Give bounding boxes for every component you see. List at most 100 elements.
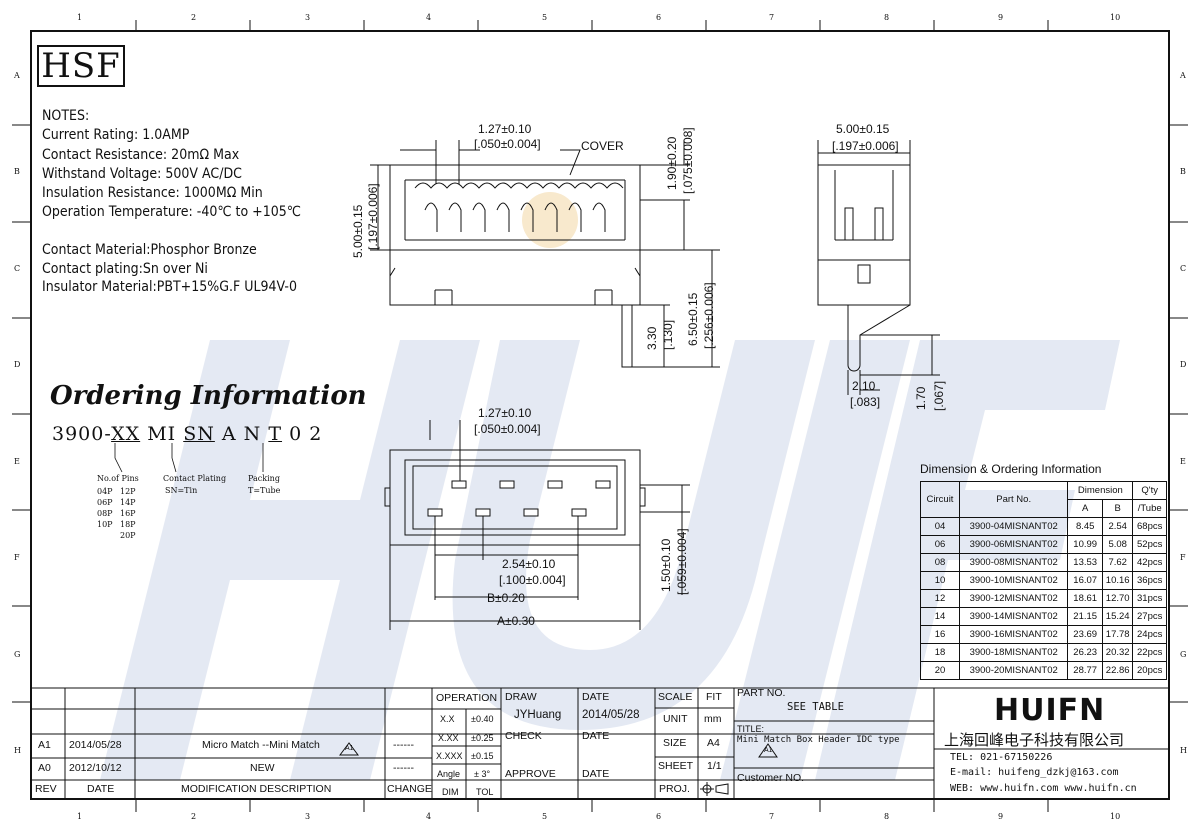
sheet-label: SHEET — [658, 760, 694, 772]
zone-row-d-right: D — [1180, 360, 1187, 369]
zone-col-4-bottom: 4 — [426, 812, 432, 821]
packing-title: Packing — [248, 474, 280, 483]
customer-label: Customer NO. — [737, 772, 805, 784]
zone-col-5: 5 — [542, 13, 548, 22]
zone-col-3-bottom: 3 — [305, 812, 311, 821]
pin-option: 04P — [97, 487, 113, 496]
pin-option: 20P — [120, 531, 136, 540]
zone-row-h-right: H — [1180, 746, 1187, 755]
zone-row-d: D — [14, 360, 21, 369]
tol-xxx: X.XXX — [436, 751, 463, 761]
tol-x-val: ±0.40 — [471, 714, 494, 724]
draw-name: JYHuang — [514, 709, 562, 721]
size-label: SIZE — [663, 737, 687, 749]
hsf-logo: HSF — [37, 45, 125, 87]
fit-label: FIT — [706, 691, 722, 703]
zone-row-f-right: F — [1180, 553, 1186, 562]
plan-contact — [475, 508, 491, 517]
dim-plan-row-in: [.100±0.004] — [499, 573, 566, 587]
dim-plan-a: A±0.30 — [497, 614, 535, 628]
zone-row-h: H — [14, 746, 21, 755]
pin-option: 06P — [97, 498, 113, 507]
dim-plan-pitch: 1.27±0.10 — [478, 406, 532, 420]
zone-col-8: 8 — [884, 13, 890, 22]
notes-block: NOTES: Current Rating: 1.0AMP Contact Re… — [42, 107, 301, 223]
dim-top-gap-in: [.075±0.008] — [681, 127, 695, 194]
note-line: Contact Resistance: 20mΩ Max — [42, 146, 240, 163]
dim-cover: COVER — [581, 139, 624, 153]
code-plating: SN — [183, 423, 215, 445]
company-tel: TEL: 021-67150226 — [950, 752, 1053, 763]
dim-plan-height: 1.50±0.10 — [659, 538, 673, 592]
tol-angle: Angle — [437, 769, 461, 779]
header-description: MODIFICATION DESCRIPTION — [181, 783, 332, 795]
plan-contact — [523, 508, 539, 517]
tol-label: TOL — [476, 787, 494, 797]
notes-header: NOTES: — [42, 108, 90, 124]
col-part-no: Part No. — [958, 481, 1069, 518]
dim-front-height-in: [.197±0.006] — [366, 183, 380, 250]
approve-date-label: DATE — [582, 768, 610, 780]
zone-col-4: 4 — [426, 13, 432, 22]
plating-value: SN=Tin — [165, 486, 198, 495]
pin-option: 10P — [97, 520, 113, 529]
dim-side-width-in: [.197±0.006] — [832, 139, 899, 153]
dim-pin-length-in: [.130] — [661, 320, 675, 350]
plan-contact — [499, 480, 515, 489]
zone-row-c: C — [14, 264, 21, 273]
note-line: Insulation Resistance: 1000MΩ Min — [42, 185, 263, 202]
dim-side-width: 5.00±0.15 — [836, 122, 890, 136]
zone-col-2-bottom: 2 — [191, 812, 197, 821]
dim-front-pitch: 1.27±0.10 — [478, 122, 532, 136]
company-email: E-mail: huifeng_dzkj@163.com — [950, 767, 1119, 778]
zone-row-f: F — [14, 553, 20, 562]
unit-value: mm — [704, 713, 722, 725]
dim-plan-height-in: [.059±0.004] — [675, 528, 689, 595]
plan-contact — [547, 480, 563, 489]
draw-date: 2014/05/28 — [582, 709, 640, 721]
sheet-border — [30, 30, 1170, 800]
zone-col-2: 2 — [191, 13, 197, 22]
zone-row-g: G — [14, 650, 21, 659]
code-prefix: 3900- — [52, 423, 112, 445]
company-name-cn: 上海回峰电子科技有限公司 — [944, 732, 1125, 749]
cell-qty: 20pcs — [1132, 661, 1167, 680]
operation-label: OPERATION — [436, 692, 498, 704]
rev-a1-change: ------ — [393, 739, 414, 751]
header-rev: REV — [35, 783, 57, 795]
check-label: CHECK — [505, 730, 542, 742]
zone-row-b-right: B — [1180, 167, 1186, 176]
side-view-body — [817, 164, 911, 306]
note-line: Operation Temperature: -40℃ to +105℃ — [42, 204, 301, 221]
title-value: Mini Match Box Header IDC type — [737, 735, 900, 745]
dim-side-b: 1.70 — [914, 386, 928, 410]
pins-col-2: 12P 14P 16P 18P 20P — [120, 486, 136, 541]
plan-contact — [595, 480, 611, 489]
plan-view-body — [389, 449, 641, 546]
zone-col-9: 9 — [998, 13, 1004, 22]
dim-side-a: 2.10 — [852, 379, 876, 393]
zone-row-e-right: E — [1180, 457, 1186, 466]
rev-a0-change: ------ — [393, 762, 414, 774]
title-label: TITLE: — [737, 724, 765, 734]
pin-option: 18P — [120, 520, 136, 529]
cell-circuit: 20 — [920, 661, 960, 680]
pin-option: 08P — [97, 509, 113, 518]
rev-a1-mark: A1 — [345, 745, 354, 752]
plan-contact — [571, 508, 587, 517]
materials-block: Contact Material:Phosphor Bronze Contact… — [42, 241, 297, 297]
zone-row-a: A — [14, 71, 20, 80]
ordering-leaders — [114, 443, 264, 473]
dimension-table-title: Dimension & Ordering Information — [920, 462, 1102, 476]
dim-side-b-in: [.067] — [932, 381, 946, 411]
dim-top-gap: 1.90±0.20 — [665, 136, 679, 190]
tol-angle-val: ± 3° — [474, 769, 491, 779]
cell-part: 3900-20MISNANT02 — [958, 661, 1069, 680]
code-packing: T — [268, 423, 283, 445]
rev-triangle-title — [758, 743, 778, 758]
unit-label: UNIT — [663, 713, 688, 725]
